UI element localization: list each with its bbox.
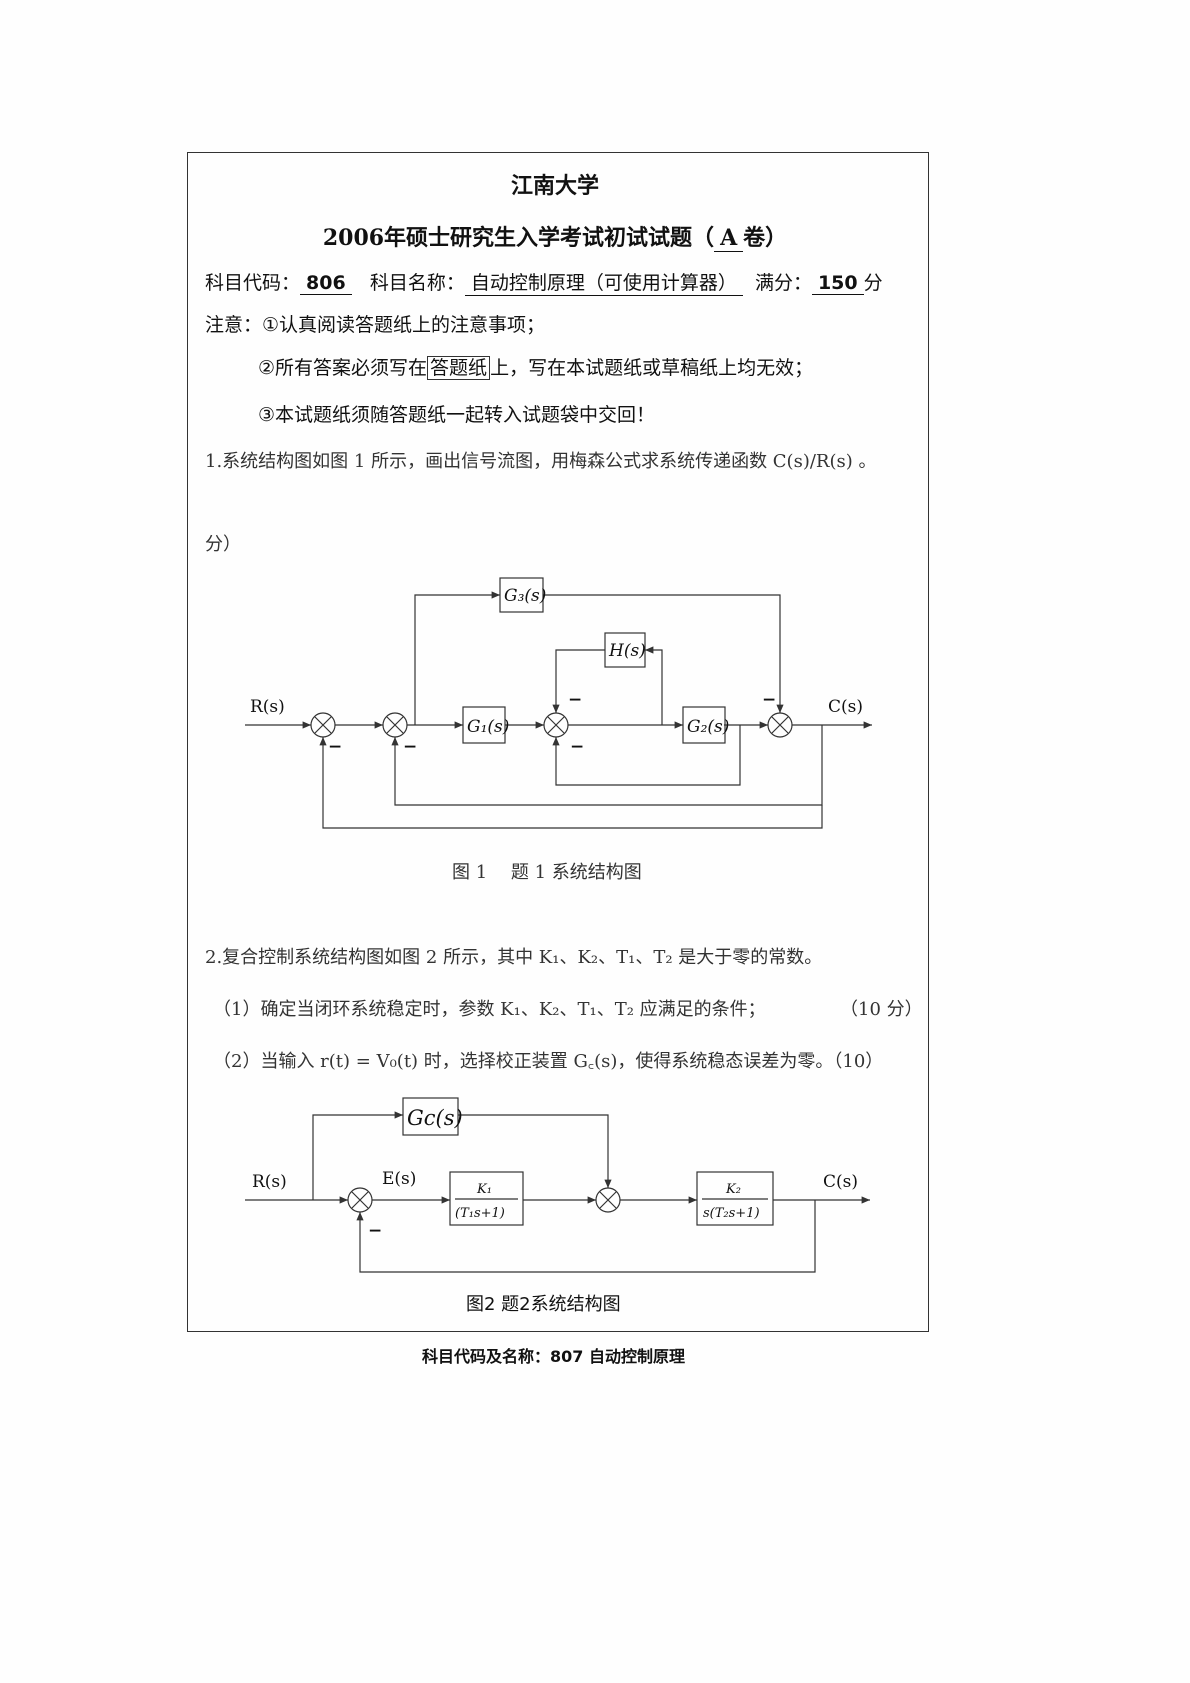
k2-denominator: s(T₂s+1) — [703, 1206, 760, 1221]
note-3: ③本试题纸须随答题纸一起转入试题袋中交回！ — [258, 404, 656, 426]
question-1-continuation: 分） — [205, 534, 241, 555]
question-1: 1.系统结构图如图 1 所示，画出信号流图，用梅森公式求系统传递函数 C(s)/… — [205, 451, 877, 472]
h-block: H(s) — [608, 641, 646, 661]
fig2-error-label: E(s) — [382, 1169, 416, 1189]
fig1-output-label: C(s) — [828, 697, 863, 717]
page-border — [187, 152, 929, 1332]
g3-block: G₃(s) — [504, 586, 546, 606]
question-2: 2.复合控制系统结构图如图 2 所示，其中 K₁、K₂、T₁、T₂ 是大于零的常… — [205, 947, 823, 968]
k1-denominator: (T₁s+1) — [455, 1206, 505, 1221]
figure-2-caption: 图2 题2系统结构图 — [466, 1294, 621, 1315]
minus-sign: − — [762, 690, 776, 710]
question-2-part-1: （1）确定当闭环系统稳定时，参数 K₁、K₂、T₁、T₂ 应满足的条件； — [213, 999, 766, 1020]
g2-block: G₂(s) — [687, 717, 729, 737]
question-2-part-1-score: （10 分） — [840, 999, 923, 1020]
question-2-part-2: （2）当输入 r(t) = V₀(t) 时，选择校正装置 G꜀(s)，使得系统稳… — [213, 1051, 884, 1072]
gc-block: Gc(s) — [407, 1106, 463, 1130]
note-1: 注意：①认真阅读答题纸上的注意事项； — [205, 314, 546, 336]
minus-sign: − — [403, 737, 417, 757]
minus-sign: − — [368, 1221, 382, 1241]
note-2: ②所有答案必须写在答题纸上，写在本试题纸或草稿纸上均无效； — [258, 356, 814, 380]
g1-block: G₁(s) — [467, 717, 509, 737]
fig2-output-label: C(s) — [823, 1172, 858, 1192]
fig1-input-label: R(s) — [250, 697, 285, 717]
minus-sign: − — [570, 737, 584, 757]
university-title: 江南大学 — [510, 173, 599, 199]
minus-sign: − — [328, 737, 342, 757]
k1-numerator: K₁ — [476, 1182, 492, 1197]
minus-sign: − — [568, 690, 582, 710]
footer: 科目代码及名称：807 自动控制原理 — [422, 1347, 685, 1366]
k2-numerator: K₂ — [725, 1182, 741, 1197]
figure-1-caption: 图 1 题 1 系统结构图 — [452, 862, 642, 883]
fig2-input-label: R(s) — [252, 1172, 287, 1192]
